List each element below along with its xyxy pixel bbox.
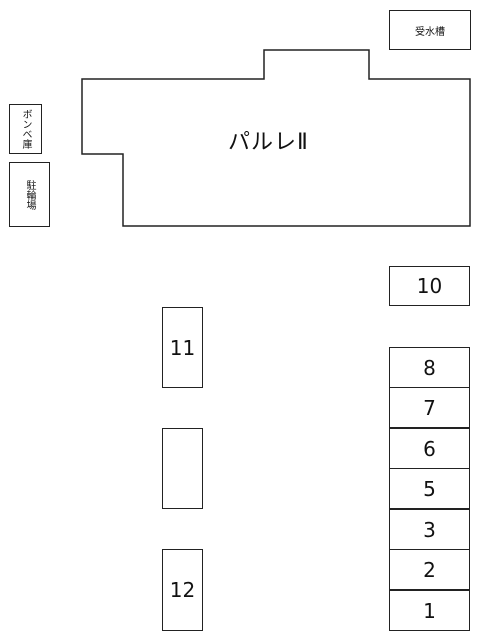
cylinder-storage: ボンベ庫 [9, 104, 42, 154]
lot-11: 11 [162, 307, 203, 388]
lot-unlabeled [162, 428, 203, 509]
lot-12: 12 [162, 549, 203, 631]
water-tank-label: 受水槽 [415, 26, 445, 38]
lot-6-label: 6 [423, 436, 436, 461]
bicycle-parking-label: 駐輪場 [24, 179, 35, 210]
lot-1: 1 [389, 590, 470, 631]
main-building-label: パルレⅡ [228, 130, 309, 155]
water-tank: 受水槽 [389, 10, 471, 50]
lot-1-label: 1 [423, 598, 436, 623]
lot-2-label: 2 [423, 557, 436, 582]
lot-3: 3 [389, 509, 470, 550]
bicycle-parking: 駐輪場 [9, 162, 50, 227]
lot-10-label: 10 [416, 274, 443, 298]
lot-7-label: 7 [423, 395, 436, 420]
lot-2: 2 [389, 549, 470, 590]
lot-10: 10 [389, 266, 470, 306]
lot-11-label: 11 [169, 335, 196, 360]
cylinder-storage-label: ボンベ庫 [20, 109, 31, 149]
lot-12-label: 12 [169, 578, 196, 602]
main-building-shape [81, 49, 471, 227]
lot-8: 8 [389, 347, 470, 388]
lot-6: 6 [389, 428, 470, 469]
lot-5: 5 [389, 468, 470, 509]
lot-3-label: 3 [423, 517, 436, 542]
lot-8-label: 8 [423, 355, 436, 380]
lot-5-label: 5 [423, 476, 436, 501]
lot-7: 7 [389, 387, 470, 428]
